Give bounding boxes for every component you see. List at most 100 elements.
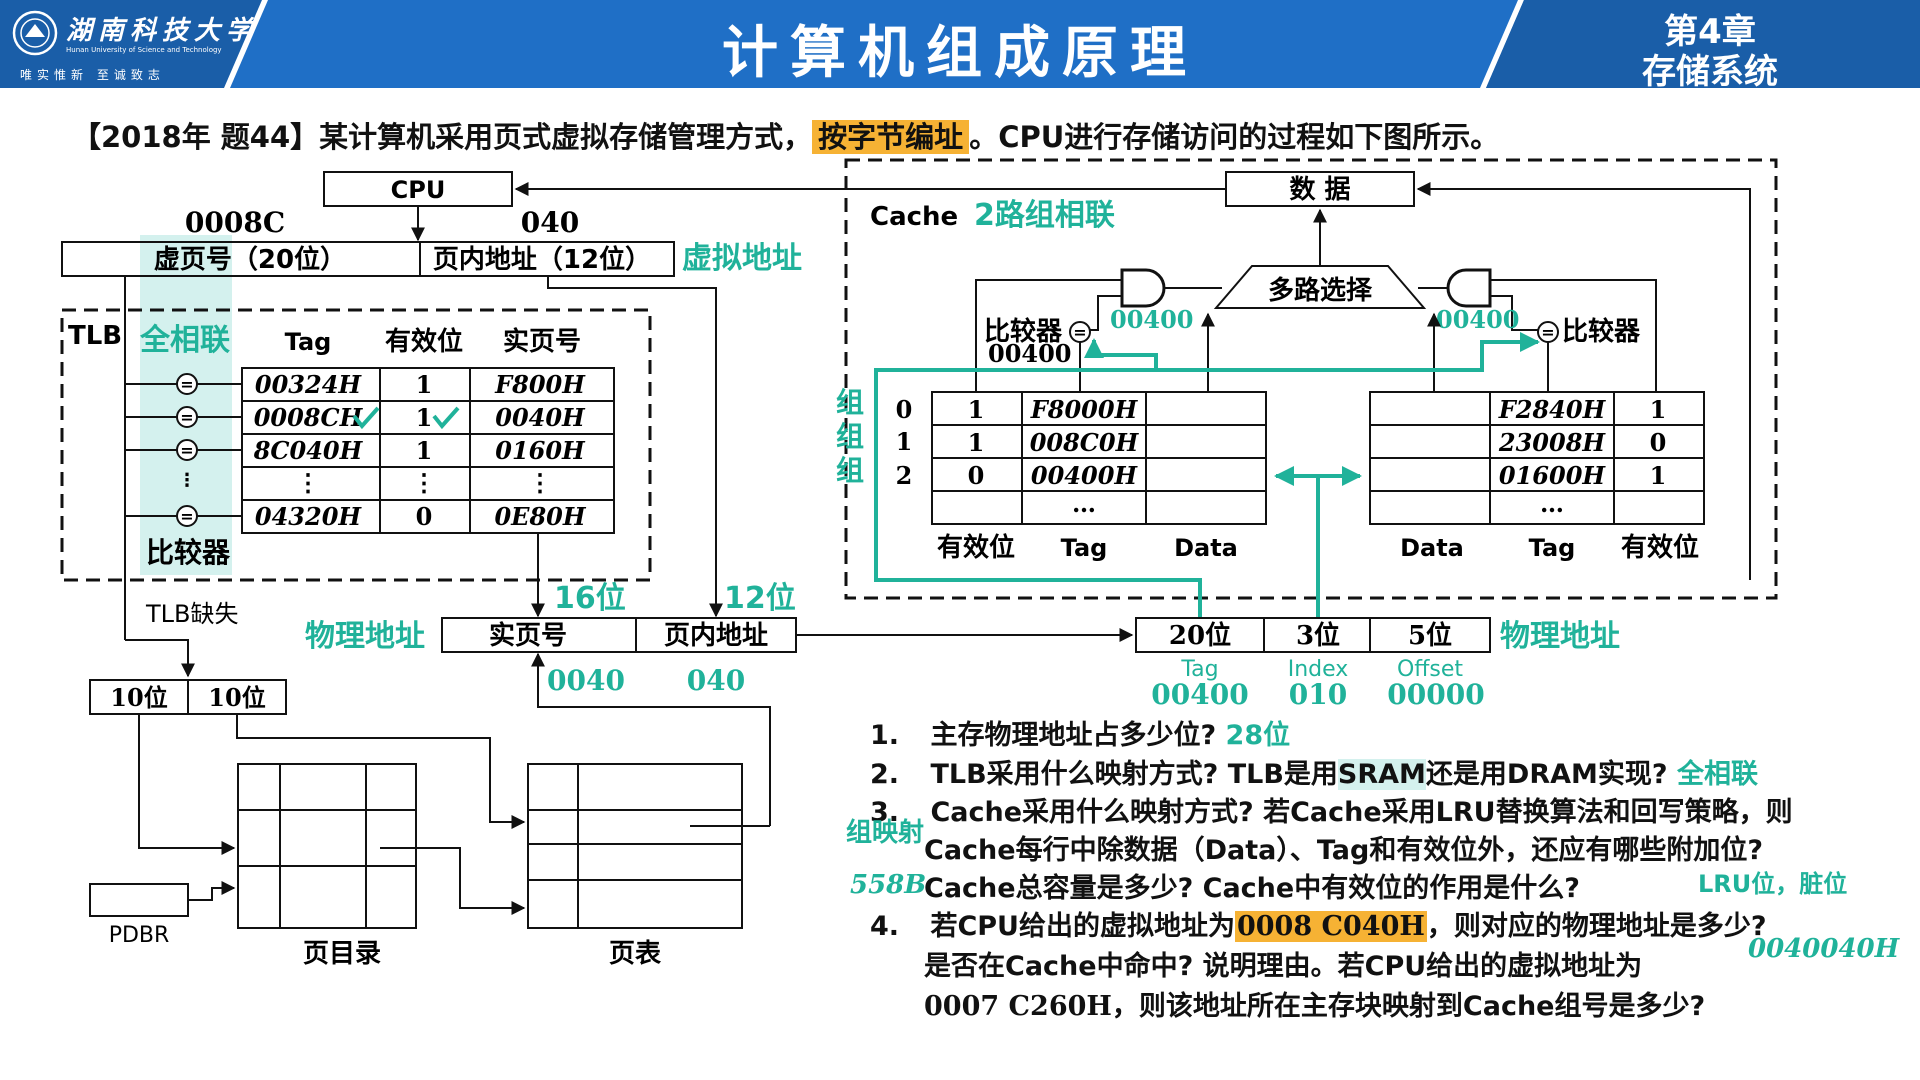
cache-comparator-right-value: 00400 xyxy=(1436,305,1520,334)
tlb-miss-label: TLB缺失 xyxy=(145,600,239,628)
tlb-r1-valid: 1 xyxy=(416,403,433,432)
tlb-r3-valid: ⋮ xyxy=(412,468,436,497)
question-4-line1: 4. 若CPU给出的虚拟地址为0008 C040H，则对应的物理地址是多少? xyxy=(870,904,1767,943)
school-name: 湖南科技大学 xyxy=(66,16,259,46)
and-gate-left-icon xyxy=(1120,268,1166,308)
q2-text-b: 还是用DRAM实现? xyxy=(1425,759,1668,790)
pa-offset-field: 页内地址 xyxy=(664,621,768,651)
data-output-label: 数 据 xyxy=(1289,175,1350,205)
cache-comparator-left-value: 00400 xyxy=(1110,305,1194,334)
q3-number: 3. xyxy=(870,797,900,828)
tlb-r4-valid: 0 xyxy=(416,502,433,531)
tlb-r1-tag: 0008CH xyxy=(254,403,364,432)
cache-physical-address-register xyxy=(1135,617,1491,653)
way1-footer-valid: 有效位 xyxy=(1621,532,1699,563)
cache-pa-offset-value: 00000 xyxy=(1387,678,1484,711)
page-offset-field: 页内地址（12位） xyxy=(433,244,651,275)
university-logo-icon xyxy=(12,10,58,56)
q4-highlight-address: 0008 C040H xyxy=(1234,911,1427,942)
way1-r2-valid: 1 xyxy=(1650,461,1667,490)
tlb-header-valid: 有效位 xyxy=(385,326,463,357)
way1-r2-tag: 01600H xyxy=(1499,461,1606,490)
way0-r2-tag: 00400H xyxy=(1031,461,1138,490)
svg-text:=: = xyxy=(180,441,193,460)
q4-number: 4. xyxy=(870,911,900,942)
tlb-r2-valid: 1 xyxy=(416,436,433,465)
q2-answer: 全相联 xyxy=(1676,759,1758,790)
tlb-comparator-icons: = = = ⋮ = xyxy=(176,373,198,527)
svg-text:=: = xyxy=(180,375,193,394)
set-label-2: 组 xyxy=(836,454,864,487)
cache-pa-tag-bits: 20位 xyxy=(1169,620,1231,651)
cache-physical-address-label: 物理地址 xyxy=(1500,619,1620,654)
svg-text:=: = xyxy=(180,408,193,427)
problem-statement: 【2018年 题44】某计算机采用页式虚拟存储管理方式，按字节编址。CPU进行存… xyxy=(72,114,1499,156)
set-label-1: 组 xyxy=(836,420,864,453)
tlb-tag-match-check-icon xyxy=(352,406,380,430)
pa-ppn-bits: 16位 xyxy=(554,581,626,616)
header-bar: 湖南科技大学 Hunan University of Science and T… xyxy=(0,0,1920,92)
tlb-r3-tag: ⋮ xyxy=(296,468,320,497)
q3-line1: Cache采用什么映射方式? 若Cache采用LRU替换算法和回写策略，则 xyxy=(930,797,1793,828)
tlb-label: TLB xyxy=(68,321,122,351)
data-output-box xyxy=(1225,171,1415,207)
pdbr-label: PDBR xyxy=(109,923,170,948)
physical-address-label-left: 物理地址 xyxy=(305,619,425,654)
svg-text:⋮: ⋮ xyxy=(178,470,196,491)
cpu-box xyxy=(323,171,513,207)
set-index-2: 2 xyxy=(896,461,913,490)
tlb-r2-ppn: 0160H xyxy=(495,436,586,465)
tlb-header-ppn: 实页号 xyxy=(503,326,581,357)
cache-associativity-label: 2路组相联 xyxy=(974,198,1115,233)
chapter-number: 第4章 xyxy=(1664,12,1756,52)
question-2: 2. TLB采用什么映射方式? TLB是用SRAM还是用DRAM实现? 全相联 xyxy=(870,752,1758,791)
way1-footer-tag: Tag xyxy=(1529,534,1576,562)
school-name-english: Hunan University of Science and Technolo… xyxy=(66,46,222,54)
page-directory-table xyxy=(237,763,417,929)
tlb-r4-ppn: 0E80H xyxy=(494,502,586,531)
question-1: 1. 主存物理地址占多少位? 28位 xyxy=(870,713,1290,752)
question-3-line1: 3. Cache采用什么映射方式? 若Cache采用LRU替换算法和回写策略，则 xyxy=(870,790,1793,829)
pa-offset-value: 040 xyxy=(687,664,745,697)
way0-r2-valid: 0 xyxy=(968,461,985,490)
q1-number: 1. xyxy=(870,720,900,751)
and-gate-right-icon xyxy=(1446,268,1492,308)
way0-footer-valid: 有效位 xyxy=(937,532,1015,563)
set-label-0: 组 xyxy=(836,386,864,419)
multiplexer-label: 多路选择 xyxy=(1268,275,1373,306)
q3-answer-bits: LRU位，脏位 xyxy=(1698,870,1848,898)
q2-number: 2. xyxy=(870,759,900,790)
cache-pa-offset-name: Offset xyxy=(1397,657,1463,682)
set-index-1: 1 xyxy=(896,427,913,456)
cache-comparator-left-label: 比较器 xyxy=(984,316,1063,347)
cache-pa-index-value: 010 xyxy=(1289,678,1347,711)
tlb-r0-valid: 1 xyxy=(416,370,433,399)
q4-address-2: 0007 C260H xyxy=(924,991,1112,1022)
way0-r0-valid: 1 xyxy=(968,395,985,424)
q2-text-a: TLB采用什么映射方式? TLB是用 xyxy=(930,759,1338,790)
cache-pa-offset-bits: 5位 xyxy=(1408,620,1452,651)
q4-line2: 是否在Cache中命中? 说明理由。若CPU给出的虚拟地址为 xyxy=(924,951,1643,982)
tlb-r0-ppn: F800H xyxy=(494,370,586,399)
q4-answer: 0040040H xyxy=(1748,934,1900,964)
way0-footer-data: Data xyxy=(1174,534,1238,562)
q4-line3-text: ，则该地址所在主存块映射到Cache组号是多少? xyxy=(1111,991,1706,1022)
way0-footer-tag: Tag xyxy=(1061,534,1108,562)
page-table-label: 页表 xyxy=(609,939,662,969)
cache-pa-index-name: Index xyxy=(1288,657,1349,682)
page-directory-label: 页目录 xyxy=(303,939,381,969)
way0-r1-valid: 1 xyxy=(968,428,985,457)
cpu-label: CPU xyxy=(391,176,446,204)
tlb-r0-tag: 00324H xyxy=(255,370,362,399)
q1-text: 主存物理地址占多少位? xyxy=(930,720,1217,751)
problem-suffix: 。CPU进行存储访问的过程如下图所示。 xyxy=(969,120,1500,154)
q3-line3: Cache总容量是多少? Cache中有效位的作用是什么? xyxy=(924,873,1580,904)
cache-pa-tag-name: Tag xyxy=(1180,657,1218,682)
split-bits-low: 10位 xyxy=(208,683,265,712)
way0-r0-tag: F8000H xyxy=(1030,395,1139,424)
pa-ppn-value: 0040 xyxy=(547,664,625,697)
way1-r0-valid: 1 xyxy=(1650,395,1667,424)
cache-pa-index-bits: 3位 xyxy=(1296,620,1340,651)
